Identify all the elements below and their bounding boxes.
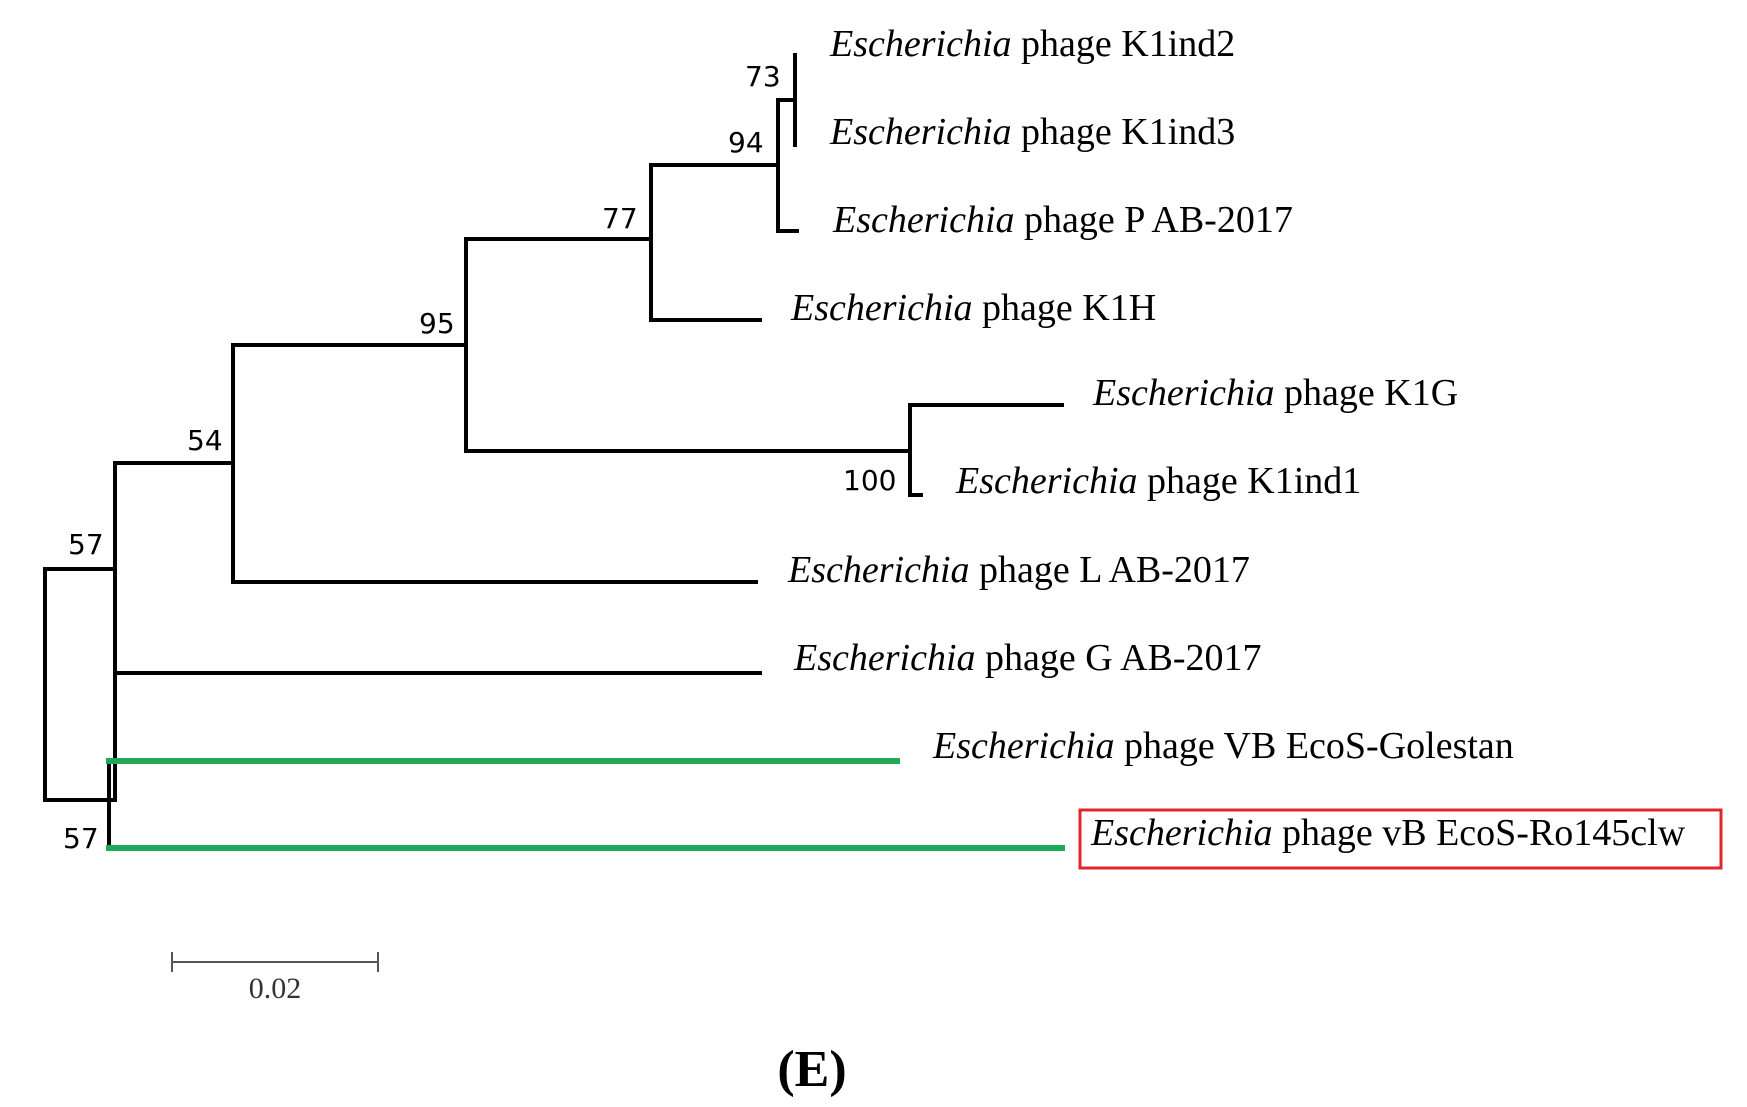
taxon-label: Escherichia phage K1ind3 [829,111,1235,153]
taxon-genus: Escherichia [787,549,970,591]
taxon-name: phage vB EcoS-Ro145clw [1273,812,1686,854]
taxon-genus: Escherichia [932,725,1115,767]
highlight-box [1078,808,1723,870]
taxon-name: phage VB EcoS-Golestan [1115,725,1514,767]
support-value: 57 [68,528,104,561]
support-value: 77 [602,202,638,235]
taxon-genus: Escherichia [790,287,973,329]
taxon-genus: Escherichia [832,199,1015,241]
taxon-label: Escherichia phage K1G [1092,372,1458,414]
scale-bar-label: 0.02 [249,972,302,1005]
taxon-name: phage K1G [1275,372,1459,414]
taxon-label: Escherichia phage VB EcoS-Golestan [932,725,1514,767]
branch-node-100 [908,403,923,497]
panel-label: (E) [777,1041,846,1098]
branch-node-54 [231,343,758,584]
support-value: 94 [728,126,764,159]
taxon-name: phage P AB-2017 [1015,199,1293,241]
taxon-label: Escherichia phage vB EcoS-Ro145clw [1090,812,1686,854]
branch-node-95 [464,237,912,453]
taxon-label: Escherichia phage G AB-2017 [793,637,1262,679]
taxon-name: phage K1ind2 [1012,23,1236,65]
taxon-name: phage G AB-2017 [976,637,1262,679]
taxon-genus: Escherichia [829,23,1012,65]
support-value: 95 [419,307,455,340]
branch-node-94 [776,98,799,233]
scale-bar: 0.02 [171,952,379,1005]
taxon-label: Escherichia phage P AB-2017 [832,199,1293,241]
taxon-genus: Escherichia [955,460,1138,502]
taxon-label: Escherichia phage K1ind2 [829,23,1235,65]
support-value: 100 [843,464,896,497]
branch-node-77 [649,163,762,322]
scale-bar-line [171,952,379,972]
support-value: 54 [187,424,223,457]
taxon-genus: Escherichia [1090,812,1273,854]
branch-node-57-upper [113,461,762,675]
taxon-label: Escherichia phage L AB-2017 [787,549,1250,591]
tree-branches [43,53,1065,851]
taxon-genus: Escherichia [793,637,976,679]
taxon-genus: Escherichia [829,111,1012,153]
support-value: 57 [63,822,99,855]
taxon-label: Escherichia phage K1H [790,287,1156,329]
taxon-name: phage L AB-2017 [970,549,1250,591]
support-values: 73 94 77 95 100 54 57 57 [63,60,896,855]
taxon-name: phage K1H [973,287,1157,329]
taxon-name: phage K1ind1 [1138,460,1362,502]
taxon-label: Escherichia phage K1ind1 [955,460,1361,502]
support-value: 73 [745,60,781,93]
taxon-labels: Escherichia phage K1ind2 Escherichia pha… [787,23,1723,870]
branch-root [43,567,117,802]
taxon-name: phage K1ind3 [1012,111,1236,153]
taxon-genus: Escherichia [1092,372,1275,414]
